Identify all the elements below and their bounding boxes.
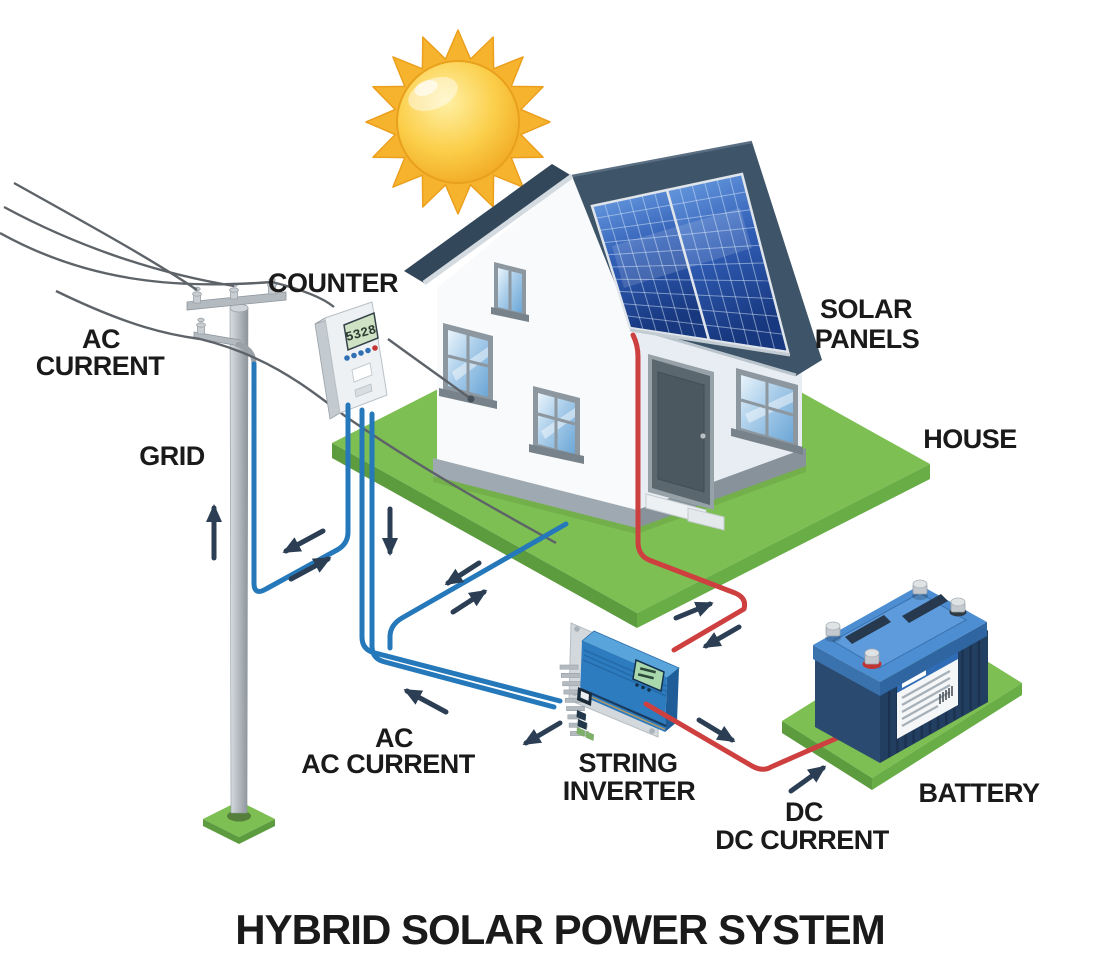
left-window-2 [529, 386, 584, 464]
arrow-house-out [444, 560, 482, 586]
label-solar-panels-2: PANELS [815, 324, 920, 354]
label-battery: BATTERY [919, 778, 1040, 808]
string-inverter [559, 622, 680, 741]
grid-wires [0, 181, 557, 545]
pole-wire-bracket [235, 341, 257, 365]
label-solar-panels-1: SOLAR [820, 294, 912, 324]
label-counter: COUNTER [268, 268, 398, 298]
label-ac-1: AC [375, 723, 413, 753]
diagram-title: HYBRID SOLAR POWER SYSTEM [235, 906, 884, 953]
sun-icon [365, 29, 551, 215]
arrow-ac-left [403, 688, 449, 715]
label-ac-current-grid-1: AC [82, 324, 120, 354]
arrow-to-pole [282, 528, 326, 554]
label-house: HOUSE [923, 424, 1017, 454]
door-steps [645, 493, 725, 531]
label-dc-2: DC CURRENT [715, 825, 890, 855]
arrow-dc-to-inverter [702, 624, 742, 649]
dc-wires [630, 332, 748, 653]
electric-meter: 5328 [314, 301, 388, 420]
power-pole [186, 277, 287, 844]
solar-panels [590, 172, 791, 357]
label-string-inverter-2: INVERTER [563, 776, 696, 806]
house [404, 140, 822, 534]
house-left-wall [437, 176, 635, 512]
label-dc-1: DC [785, 797, 823, 827]
label-string-inverter-1: STRING [578, 748, 677, 778]
battery-vents [845, 594, 948, 644]
label-grid: GRID [139, 441, 205, 471]
arrow-dc-out [696, 717, 736, 743]
panel-cell-grid [671, 176, 784, 351]
arrow-dc-to-house [673, 601, 714, 621]
panel-cell-grid [595, 192, 705, 339]
label-ac-current-grid-2: CURRENT [36, 351, 166, 381]
attic-window [491, 262, 529, 322]
arrow-house-in [450, 589, 488, 615]
dc-wire-battery [643, 701, 847, 772]
meter-buttons [344, 345, 378, 361]
meter-display [343, 311, 379, 352]
flow-arrows [206, 504, 827, 794]
label-ac-2: AC CURRENT [301, 749, 476, 779]
battery [813, 579, 988, 763]
front-door [648, 354, 714, 510]
arrow-inverter-ac-out [522, 720, 563, 746]
arrow-from-pole [288, 556, 332, 582]
left-window-1 [439, 323, 497, 409]
ac-wires [251, 361, 569, 710]
arrow-dc-to-battery [788, 765, 827, 794]
battery-terminals [825, 579, 967, 669]
front-window [731, 368, 803, 455]
house-foundation [433, 458, 637, 528]
